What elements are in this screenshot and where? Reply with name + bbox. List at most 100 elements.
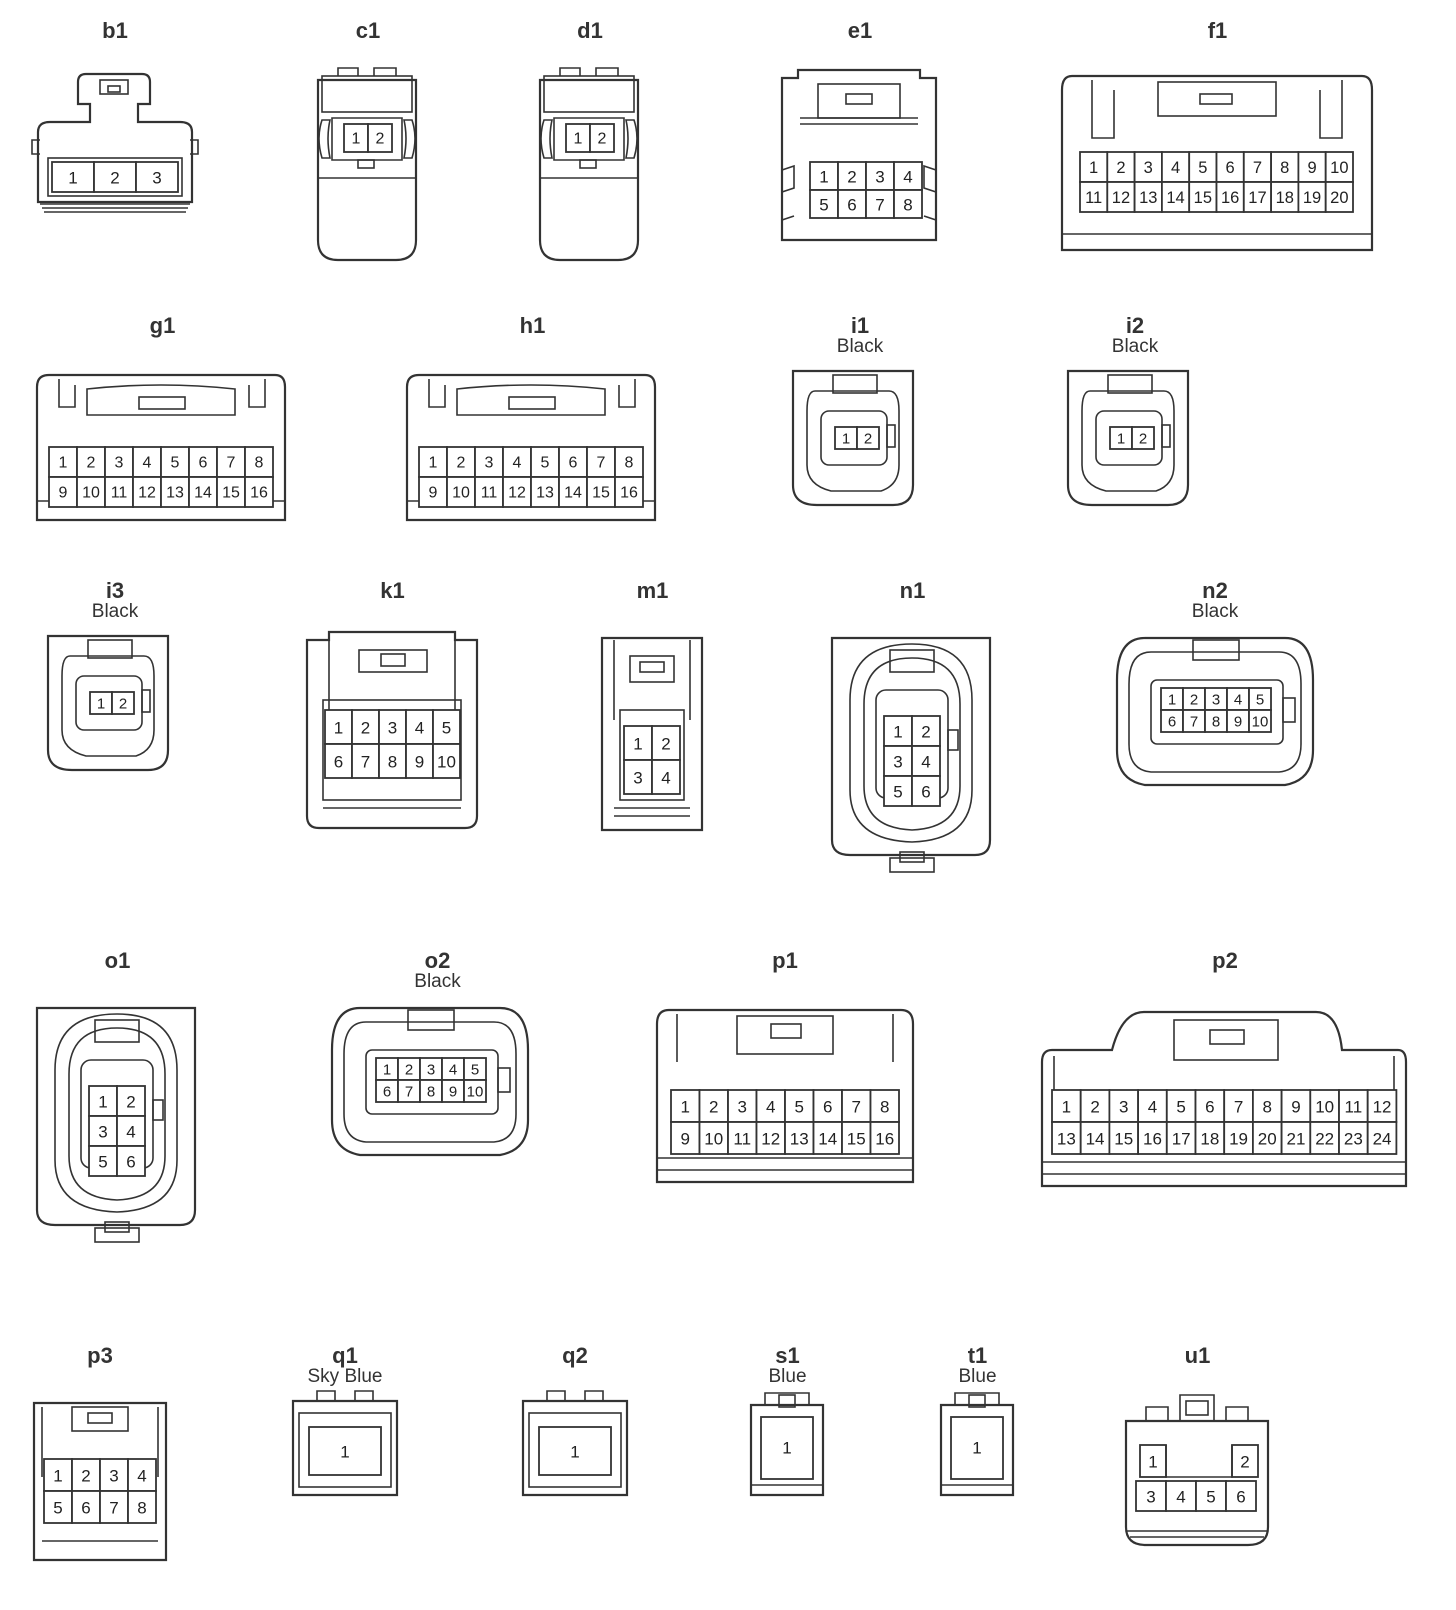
pin-cell: [614, 446, 644, 478]
housing-part: [1199, 93, 1233, 105]
connector-label: n2: [1202, 578, 1228, 603]
pin-cell: [116, 1115, 146, 1147]
pin-number: 11: [1345, 1098, 1363, 1117]
pin-number: 3: [152, 169, 161, 188]
pin-cell: [651, 725, 681, 761]
pin-number: 8: [880, 1098, 889, 1117]
pin-cell: [1223, 1121, 1254, 1155]
pin-number: 14: [564, 485, 582, 502]
housing-part: [639, 661, 665, 673]
connector-label: d1: [577, 18, 603, 43]
pin-cell: [586, 476, 616, 508]
housing-outline: [849, 643, 973, 843]
pin-number: 3: [738, 1098, 747, 1117]
connector-color-label: Blue: [958, 1366, 997, 1387]
pin-number: 4: [415, 719, 424, 738]
pin-number: 8: [137, 1499, 146, 1518]
pin-number: 10: [1315, 1098, 1334, 1117]
pin-number: 3: [875, 168, 884, 187]
pin-number: 3: [109, 1467, 118, 1486]
housing-outline: [954, 1392, 1000, 1405]
pin-number: 16: [875, 1130, 894, 1149]
housing-outline: [58, 379, 266, 408]
pin-cell: [1251, 1089, 1283, 1123]
pin-number: 1: [68, 169, 77, 188]
pin-number: 10: [437, 753, 456, 772]
connector-drawing: 1: [291, 1390, 399, 1497]
pin-cell: [1188, 181, 1218, 213]
pin-number: 17: [1248, 189, 1266, 207]
housing-outline: [343, 1021, 517, 1143]
pin-number: 3: [115, 455, 124, 472]
pin-number: 3: [427, 1062, 435, 1079]
pin-number: 1: [1168, 692, 1176, 709]
pin-number: 4: [126, 1123, 135, 1142]
housing-part: [886, 424, 896, 448]
housing-part: [322, 699, 462, 801]
pin-number: 15: [1194, 189, 1212, 207]
pin-cell: [784, 1121, 815, 1155]
pin-number: 2: [921, 723, 930, 742]
pin-number: 8: [903, 196, 912, 215]
pin-cell: [188, 476, 218, 508]
pin-number: 10: [82, 485, 100, 502]
connector-label: o2: [424, 948, 451, 973]
pin-number: 4: [137, 1467, 146, 1486]
housing-part: [736, 1015, 834, 1055]
pin-cell: [43, 1458, 73, 1492]
pin-number: 7: [597, 455, 606, 472]
pin-number: 5: [795, 1098, 804, 1117]
pin-number: 12: [761, 1130, 780, 1149]
pin-number: 2: [1240, 1453, 1249, 1472]
pin-cell: [135, 161, 179, 193]
housing-outline: [863, 657, 961, 831]
pin-cell: [856, 426, 880, 450]
pin-cell: [1079, 181, 1109, 213]
pin-cell: [869, 1089, 900, 1123]
pin-number: 3: [633, 769, 642, 788]
housing-outline: [559, 67, 619, 76]
pin-cell: [1280, 1121, 1312, 1155]
housing-part: [497, 1067, 511, 1093]
pin-cell: [116, 1145, 146, 1177]
pin-cell: [71, 1458, 101, 1492]
pin-number: 6: [126, 1153, 135, 1172]
connector-color-label: Sky Blue: [307, 1366, 383, 1387]
housing-part: [321, 75, 413, 113]
pin-number: 1: [97, 696, 105, 713]
pin-number: 3: [1119, 1098, 1128, 1117]
pin-number: 4: [143, 455, 152, 472]
pin-number: 14: [194, 485, 212, 502]
pin-number: 8: [625, 455, 634, 472]
connector-label: o1: [104, 948, 131, 973]
housing-outline: [61, 655, 155, 757]
pin-number: 1: [383, 1062, 391, 1079]
housing-part: [508, 396, 556, 410]
pin-cell: [1338, 1121, 1369, 1155]
pin-cell: [160, 446, 190, 478]
housing-part: [87, 1412, 113, 1424]
pin-cell: [1338, 1089, 1369, 1123]
pin-cell: [160, 476, 190, 508]
housing-outline: [781, 215, 937, 221]
pin-number: 1: [681, 1098, 690, 1117]
pin-number: 18: [1276, 189, 1294, 207]
pin-cell: [474, 476, 504, 508]
connector-label: c1: [355, 18, 381, 43]
pin-number: 5: [819, 196, 828, 215]
housing-part: [950, 1416, 1004, 1480]
pin-cell: [48, 476, 78, 508]
pin-number: 1: [1062, 1098, 1071, 1117]
